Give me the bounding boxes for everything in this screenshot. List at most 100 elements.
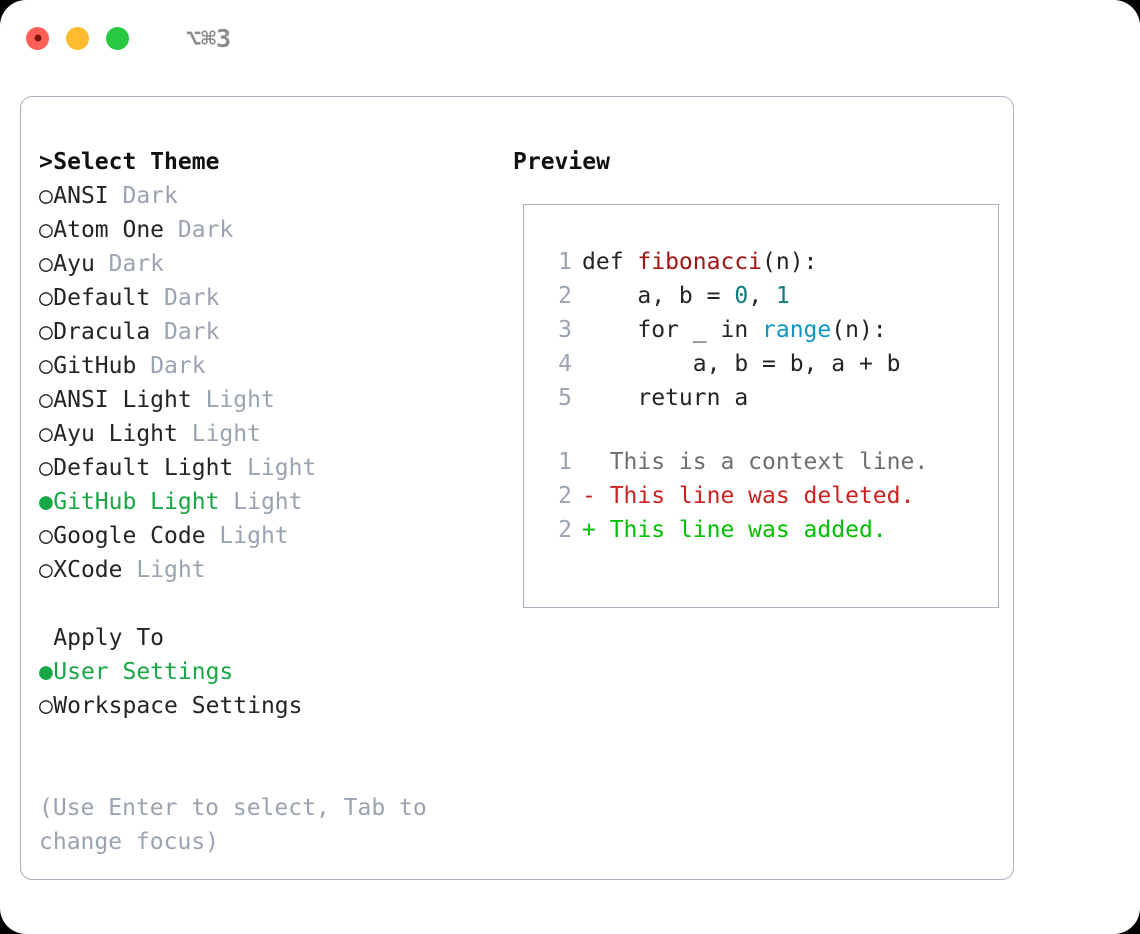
radio-unselected-icon[interactable]: ○ [39,523,67,549]
radio-selected-icon[interactable]: ● [39,659,67,685]
theme-item-variant: Dark [108,183,178,209]
theme-list-item[interactable]: ○ Ayu Dark [39,247,501,281]
code-line: 3 for _ in range(n): [524,313,998,347]
diff-line-number: 1 [558,449,572,475]
keyboard-hint-text: (Use Enter to select, Tab to change focu… [39,795,427,855]
code-line-text: for _ in range(n): [572,313,886,347]
code-line: 5 return a [524,381,998,415]
apply-to-list: ● User Settings○ Workspace Settings [39,655,501,723]
radio-unselected-icon[interactable]: ○ [39,353,67,379]
diff-line-text: + This line was added. [582,517,887,543]
select-theme-heading: > Select Theme [39,145,501,179]
theme-item-label: Ayu Light [53,421,178,447]
theme-item-variant: Light [205,523,289,549]
radio-unselected-icon[interactable]: ○ [39,557,67,583]
theme-list-item[interactable]: ○ Ayu Light Light [39,417,501,451]
theme-item-label: GitHub Light [53,489,220,515]
theme-item-label: ANSI [53,183,109,209]
code-token: for _ in [582,317,763,343]
minimize-button[interactable] [66,26,89,50]
apply-to-item-label: User Settings [53,659,234,685]
window-titlebar: ⌥⌘3 [0,0,1140,76]
code-diff-gap [524,415,998,445]
code-line-text: return a [572,381,748,415]
theme-item-variant: Dark [94,251,165,277]
diff-line: 2 + This line was added. [524,513,998,547]
theme-item-variant: Dark [164,217,234,243]
radio-unselected-icon[interactable]: ○ [39,251,67,277]
hint-spacer [39,723,501,757]
theme-list-item[interactable]: ○ Dracula Dark [39,315,501,349]
code-token: (n): [762,249,818,275]
keyboard-shortcut-label: ⌥⌘3 [186,23,232,53]
theme-item-variant: Light [219,489,303,515]
code-token: def [582,249,638,275]
theme-item-label: Google Code [53,523,206,549]
code-line-text: a, b = 0, 1 [572,279,789,313]
apply-to-item-label: Workspace Settings [53,693,303,719]
theme-item-label: XCode [53,557,123,583]
heading-label: Select Theme [53,149,220,175]
code-line-text: def fibonacci(n): [572,245,817,279]
line-number: 4 [558,351,572,377]
list-spacer [39,587,501,621]
close-button[interactable] [26,26,49,50]
theme-item-variant: Dark [150,285,220,311]
radio-selected-icon[interactable]: ● [39,489,67,515]
theme-item-variant: Light [122,557,206,583]
code-token: 0 [734,283,749,309]
theme-item-label: Atom One [53,217,165,243]
theme-list-item[interactable]: ○ Default Light Light [39,451,501,485]
code-line: 4 a, b = b, a + b [524,347,998,381]
code-line: 2 a, b = 0, 1 [524,279,998,313]
theme-item-label: Dracula [53,319,151,345]
theme-item-label: Default Light [53,455,234,481]
heading-marker: > [39,149,67,175]
code-token: range [762,317,832,343]
theme-item-label: Ayu [53,251,95,277]
radio-unselected-icon[interactable]: ○ [39,455,67,481]
theme-list-item[interactable]: ○ XCode Light [39,553,501,587]
line-number: 1 [558,249,572,275]
radio-unselected-icon[interactable]: ○ [39,319,67,345]
radio-unselected-icon[interactable]: ○ [39,693,67,719]
diff-line-number: 2 [558,517,572,543]
apply-to-heading: Apply To [39,621,501,655]
code-token: , [748,283,776,309]
diff-line-text: This is a context line. [582,449,929,475]
apply-to-item[interactable]: ○ Workspace Settings [39,689,501,723]
theme-list: ○ ANSI Dark○ Atom One Dark○ Ayu Dark○ De… [39,179,501,587]
radio-unselected-icon[interactable]: ○ [39,421,67,447]
theme-item-variant: Light [191,387,275,413]
theme-list-item[interactable]: ○ ANSI Light Light [39,383,501,417]
code-line-text: a, b = b, a + b [572,347,901,381]
theme-list-item[interactable]: ○ ANSI Dark [39,179,501,213]
theme-list-item[interactable]: ○ Default Dark [39,281,501,315]
code-token: fibonacci [637,249,763,275]
radio-unselected-icon[interactable]: ○ [39,217,67,243]
radio-unselected-icon[interactable]: ○ [39,183,67,209]
radio-unselected-icon[interactable]: ○ [39,285,67,311]
theme-list-item[interactable]: ○ Atom One Dark [39,213,501,247]
maximize-button[interactable] [106,26,129,50]
theme-list-item[interactable]: ● GitHub Light Light [39,485,501,519]
theme-item-variant: Dark [150,319,220,345]
theme-item-variant: Light [233,455,317,481]
theme-item-variant: Dark [136,353,206,379]
diff-line: 1 This is a context line. [524,445,998,479]
apply-to-item[interactable]: ● User Settings [39,655,501,689]
code-token: a, b = [582,283,735,309]
theme-item-label: GitHub [53,353,137,379]
theme-list-item[interactable]: ○ Google Code Light [39,519,501,553]
theme-item-label: Default [53,285,151,311]
diff-line: 2- This line was deleted. [524,479,998,513]
theme-list-item[interactable]: ○ GitHub Dark [39,349,501,383]
diff-line-text: - This line was deleted. [582,483,915,509]
radio-unselected-icon[interactable]: ○ [39,387,67,413]
diff-sample: 1 This is a context line.2- This line wa… [524,445,998,547]
line-number: 5 [558,385,572,411]
